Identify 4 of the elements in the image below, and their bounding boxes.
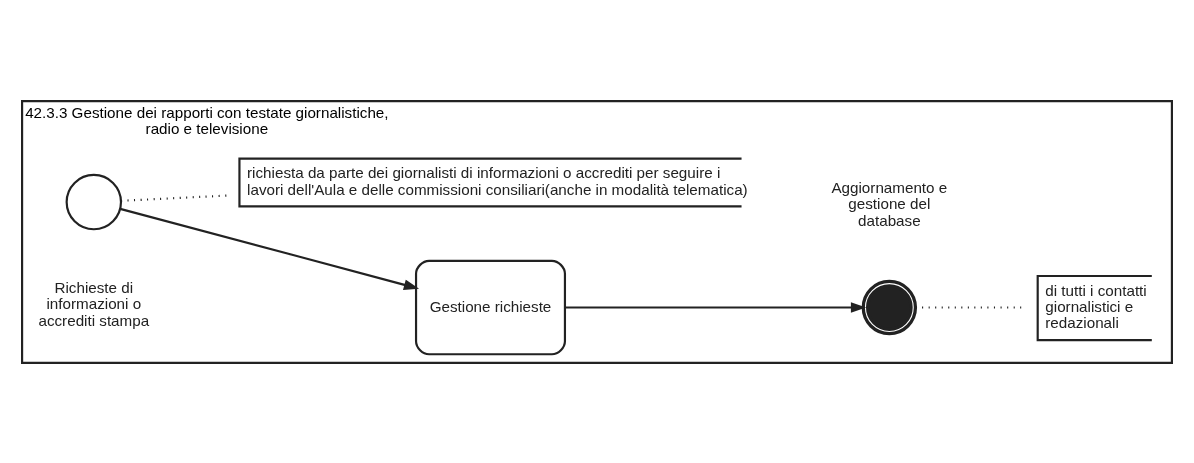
node-label: Aggiornamento e gestione del database [831, 178, 948, 229]
node-label: Richieste di informazioni o accrediti stampa [38, 278, 150, 329]
node-text: di tutti i contatti giornalistici e redazionali [1045, 281, 1147, 331]
node-text: richiesta da parte dei giornalisti di informazioni o accrediti per seguire i lavori dell'Aula e delle commissioni consiliari(anche in modalità telematica) [247, 163, 748, 198]
